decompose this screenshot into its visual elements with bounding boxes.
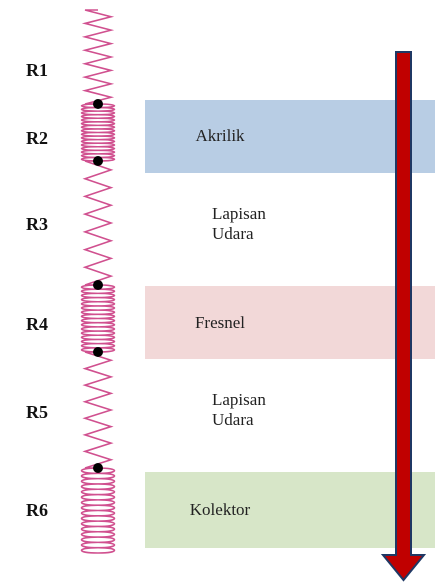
r1-label: R1 [26, 60, 48, 80]
resistor-r6 [80, 467, 116, 554]
r5-label: R5 [26, 402, 48, 422]
r2-label: R2 [26, 128, 48, 148]
air-layer-2-text: Lapisan Udara [212, 390, 266, 430]
kolektor-label: Kolektor [189, 500, 251, 519]
heat-flow-arrow [380, 51, 427, 582]
junction-node [93, 99, 103, 109]
resistor-r2 [80, 103, 116, 162]
junction-node [93, 347, 103, 357]
fresnel-layer [145, 286, 435, 359]
resistor-r5 [82, 351, 114, 469]
junction-node [93, 280, 103, 290]
air-layer-1-text: Lapisan Udara [212, 204, 266, 244]
r4-label: R4 [26, 314, 48, 334]
resistor-r3 [82, 160, 114, 286]
fresnel-label: Fresnel [194, 313, 246, 332]
resistor-r4 [80, 284, 116, 353]
junction-nodes [93, 99, 103, 473]
r3-label: R3 [26, 214, 48, 234]
junction-node [93, 463, 103, 473]
r6-label: R6 [26, 500, 48, 520]
akrilik-label: Akrilik [195, 126, 245, 145]
heat-flow-arrow-shape [380, 51, 427, 582]
air-layer-1-label: Lapisan Udara [145, 204, 295, 245]
air-layer-2-label: Lapisan Udara [145, 390, 295, 431]
akrilik-layer [145, 100, 435, 173]
kolektor-layer [145, 472, 435, 548]
resistor-r1 [81, 9, 115, 105]
resistor-chain [80, 9, 116, 554]
junction-node [93, 156, 103, 166]
